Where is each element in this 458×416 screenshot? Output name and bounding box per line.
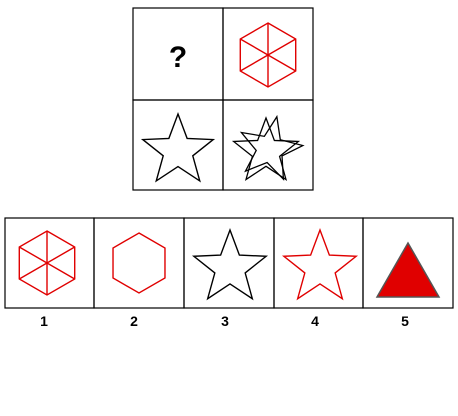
option-2-hexagon-shape [112, 232, 166, 294]
matrix-grid [132, 7, 314, 191]
options-row [4, 217, 454, 309]
hexagon-spoke [239, 38, 297, 72]
option-box-5[interactable] [362, 217, 454, 309]
matrix-cell-bottom-right [222, 99, 314, 191]
option-1-hexagon-spokes-shape [18, 230, 76, 296]
option-3-star-shape [191, 228, 269, 301]
overlap-star-a [231, 116, 301, 182]
question-mark: ? [169, 41, 187, 74]
matrix-overlapping-stars-shape [231, 114, 305, 182]
option-label-4: 4 [311, 313, 319, 329]
option-label-2: 2 [130, 313, 138, 329]
matrix-hexagon-spokes-shape [239, 22, 297, 88]
option-label-3: 3 [221, 313, 229, 329]
option-box-2[interactable] [93, 217, 185, 309]
option-4-star-shape [281, 228, 359, 301]
option-5-triangle-shape [375, 241, 441, 298]
option-label-1: 1 [40, 313, 48, 329]
option-label-5: 5 [401, 313, 409, 329]
matrix-star-shape [140, 112, 216, 183]
option-box-4[interactable] [273, 217, 364, 309]
option-box-1[interactable] [4, 217, 95, 309]
hexagon-spoke [18, 246, 76, 280]
overlap-star-b [239, 114, 305, 181]
